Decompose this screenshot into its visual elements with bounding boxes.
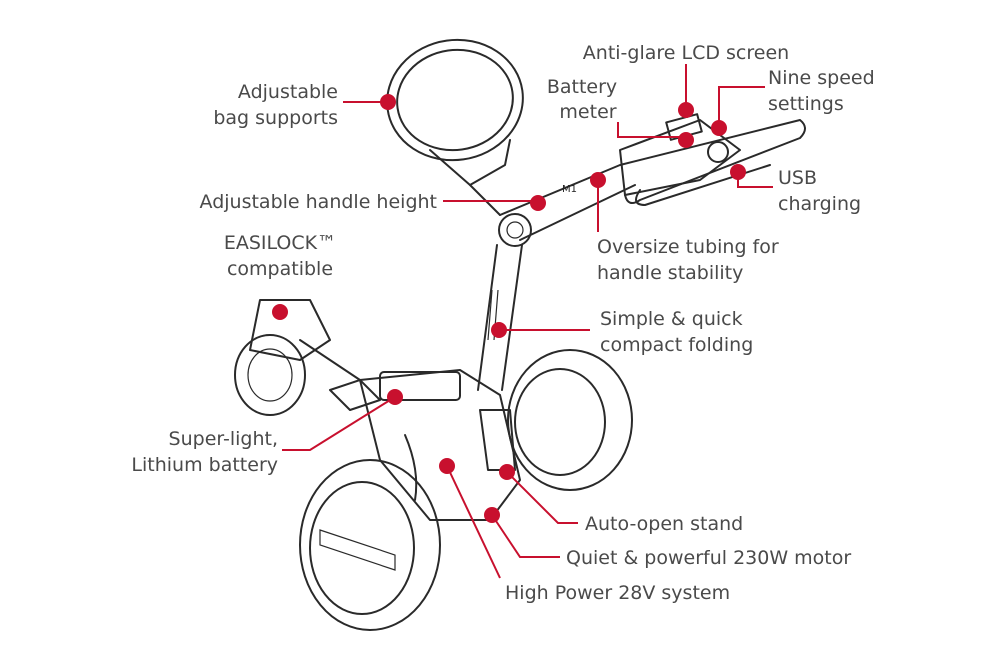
label-battery-1: Super-light,	[169, 428, 278, 450]
label-lcd: Anti-glare LCD screen	[583, 42, 789, 64]
label-tubing-2: handle stability	[597, 262, 743, 284]
label-usb-1: USB	[778, 167, 817, 189]
label-easilock-2: compatible	[227, 258, 333, 280]
easilock-marker	[272, 304, 288, 320]
label-folding-1: Simple & quick	[600, 308, 743, 330]
label-folding-2: compact folding	[600, 334, 753, 356]
callout-dots	[272, 94, 746, 523]
label-bag-supports-1: Adjustable	[238, 81, 338, 103]
usb-marker	[730, 164, 746, 180]
speed-marker	[711, 120, 727, 136]
label-speed-1: Nine speed	[768, 67, 875, 89]
leader-lines	[282, 64, 773, 579]
trolley-illustration: M1	[234, 38, 806, 631]
label-bag-supports-2: bag supports	[213, 107, 338, 129]
product-badge: M1	[562, 184, 577, 195]
label-power: High Power 28V system	[505, 582, 730, 604]
callout-labels: Anti-glare LCD screen Battery meter Nine…	[131, 42, 874, 604]
battery-meter-marker	[678, 132, 694, 148]
tubing-marker	[590, 172, 606, 188]
label-easilock-1: EASILOCK™	[224, 232, 336, 254]
folding-marker	[491, 322, 507, 338]
battery-marker	[387, 389, 403, 405]
label-speed-2: settings	[768, 93, 844, 115]
label-tubing-1: Oversize tubing for	[597, 236, 779, 258]
label-motor: Quiet & powerful 230W motor	[566, 547, 851, 569]
motor-marker	[484, 507, 500, 523]
power-marker	[439, 458, 455, 474]
bag-supports-marker	[380, 94, 396, 110]
stand-marker	[499, 464, 515, 480]
handle-height-marker	[530, 195, 546, 211]
label-stand: Auto-open stand	[585, 513, 743, 535]
label-handle-height: Adjustable handle height	[200, 191, 437, 213]
lcd-marker	[678, 102, 694, 118]
label-battery-2: Lithium battery	[131, 454, 278, 476]
label-usb-2: charging	[778, 193, 861, 215]
label-battery-meter-2: meter	[559, 101, 616, 123]
label-battery-meter-1: Battery	[547, 76, 617, 98]
